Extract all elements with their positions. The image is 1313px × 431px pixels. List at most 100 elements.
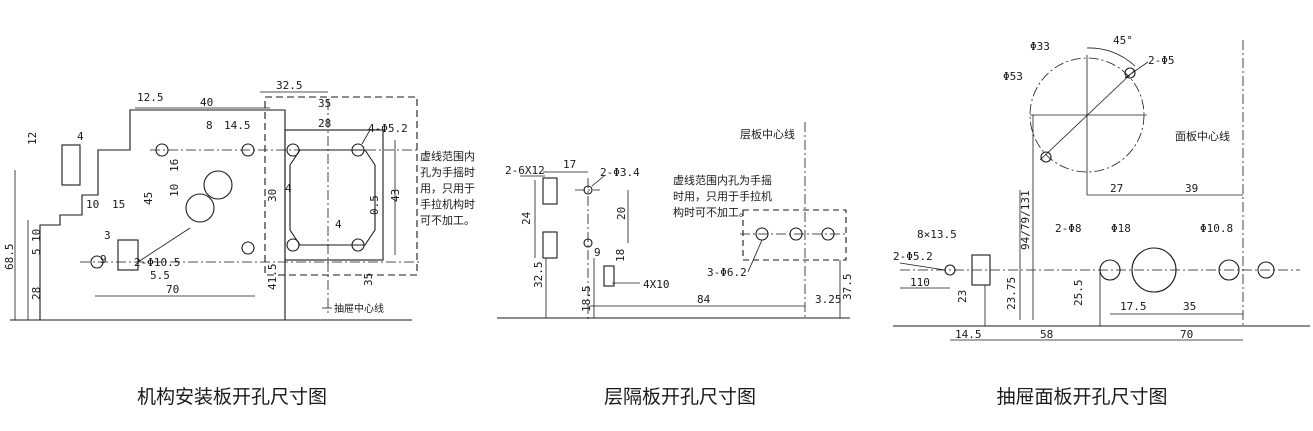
hole (241, 143, 255, 157)
dim-label: 3 (104, 229, 111, 242)
dim-label: 23.75 (1005, 277, 1018, 310)
dim-label: 4X10 (643, 278, 670, 291)
plate-outline (39, 109, 286, 320)
leader-line (747, 239, 763, 273)
caption: 机构安装板开孔尺寸图 (137, 386, 327, 408)
dim-label: 37.5 (841, 274, 854, 301)
dim-label: 84 (697, 293, 711, 306)
dim-label: 20 (615, 207, 628, 220)
dim-label: 8 (206, 119, 213, 132)
drawer-panel-drawing: Φ33 45° Φ53 2-Φ5 面板中心线 27 39 94/79/131 8… (893, 34, 1310, 408)
dim-label: 23 (956, 290, 969, 303)
dim-label: 3.25 (815, 293, 842, 306)
dim-label: 5 (30, 248, 43, 255)
dim-label: 18 (614, 249, 627, 262)
note-line: 用，只用于 (420, 182, 475, 195)
large-hole (185, 193, 215, 223)
dim-label: 68.5 (3, 244, 16, 271)
dim-label: 35 (362, 273, 375, 286)
dim-label: 2-Φ10.5 (134, 256, 180, 269)
dim-label: 12.5 (137, 91, 164, 104)
note-line: 可不加工。 (420, 214, 475, 227)
dim-label: 15 (112, 198, 125, 211)
dim-label: 10 (86, 198, 99, 211)
dim-label: 45° (1113, 34, 1133, 47)
slot (542, 231, 558, 259)
dim-label: Φ53 (1003, 70, 1023, 83)
dim-label: 70 (166, 283, 179, 296)
caption: 层隔板开孔尺寸图 (604, 386, 756, 408)
window-inner (289, 149, 376, 246)
hole (351, 143, 365, 157)
dim-label: 9 (594, 246, 601, 259)
slot (542, 177, 558, 205)
hole (1124, 67, 1136, 79)
leader-line (591, 175, 605, 187)
dim-label: 14.5 (955, 328, 982, 341)
dim-label: 4 (285, 182, 292, 195)
dim-label: 27 (1110, 182, 1123, 195)
leader-line (899, 262, 946, 271)
dim-label: 32.5 (532, 262, 545, 289)
dim-label: 35 (1183, 300, 1196, 313)
dim-label: 0.5 (368, 195, 381, 215)
dim-label: 17 (563, 158, 576, 171)
dim-label: 110 (910, 276, 930, 289)
slot (603, 265, 615, 287)
centerline-label: 层板中心线 (740, 127, 795, 141)
dim-label: 12 (26, 132, 39, 145)
leader-line (361, 129, 371, 145)
leader-line (137, 227, 191, 263)
dim-label: 35 (318, 97, 331, 110)
dim-label: 32.5 (276, 79, 303, 92)
leader-line (1124, 61, 1149, 79)
shelf-plate-drawing: 层板中心线 2-6X12 17 2-Φ3.4 24 20 9 18 32.5 4… (497, 122, 854, 408)
dim-label: 10 (168, 184, 181, 197)
note-line: 构时可不加工。 (673, 205, 750, 219)
dashed-region (742, 209, 847, 261)
dim-label: 28 (318, 117, 331, 130)
dim-label: 2-Φ8 (1055, 222, 1082, 235)
angle-arc (1086, 47, 1136, 67)
dim-label: 2-Φ5.2 (893, 250, 933, 263)
dim-label: 70 (1180, 328, 1193, 341)
note-line: 时用，只用于手拉机 (673, 189, 772, 203)
hole (90, 255, 104, 269)
dim-label: 14.5 (224, 119, 251, 132)
centerline-label: 面板中心线 (1175, 129, 1230, 143)
dim-label: 24 (520, 211, 533, 225)
dim-label: 5.5 (150, 269, 170, 282)
dim-label: 41.5 (266, 264, 279, 291)
large-hole (203, 170, 233, 200)
dim-label: 45 (142, 192, 155, 205)
dim-label: 94/79/131 (1019, 190, 1032, 250)
dim-label: 43 (389, 189, 402, 202)
dim-label: 30 (266, 189, 279, 202)
dim-label: 17.5 (1120, 300, 1147, 313)
hole (1040, 151, 1052, 163)
dim-label: 2-Φ3.4 (600, 166, 640, 179)
side-bracket (61, 144, 81, 186)
mechanism-plate-drawing: 12 4 12.5 40 32.5 35 8 14.5 28 4-Φ5.2 16… (3, 79, 475, 408)
dim-label: 28 (30, 287, 43, 300)
dim-label: 18.5 (580, 286, 593, 313)
dim-label: 4 (335, 218, 342, 231)
dim-label: 3-Φ6.2 (707, 266, 747, 279)
dim-label: Φ10.8 (1200, 222, 1233, 235)
dim-label: 39 (1185, 182, 1198, 195)
dim-label: 9 (100, 253, 107, 266)
hole (155, 143, 169, 157)
dim-label: 4-Φ5.2 (368, 122, 408, 135)
window-outer (284, 129, 384, 261)
dim-label: 16 (168, 159, 181, 172)
dim-label: 40 (200, 96, 213, 109)
hole (286, 238, 300, 252)
note-line: 孔为手摇时 (420, 165, 475, 179)
note-line: 虚线范围内 (420, 149, 475, 163)
centerline-label: 抽屉中心线 (334, 302, 384, 315)
dim-label: 2-6X12 (505, 164, 545, 177)
hole (286, 143, 300, 157)
dim-label: 2-Φ5 (1148, 54, 1175, 67)
dim-label: 25.5 (1072, 280, 1085, 307)
